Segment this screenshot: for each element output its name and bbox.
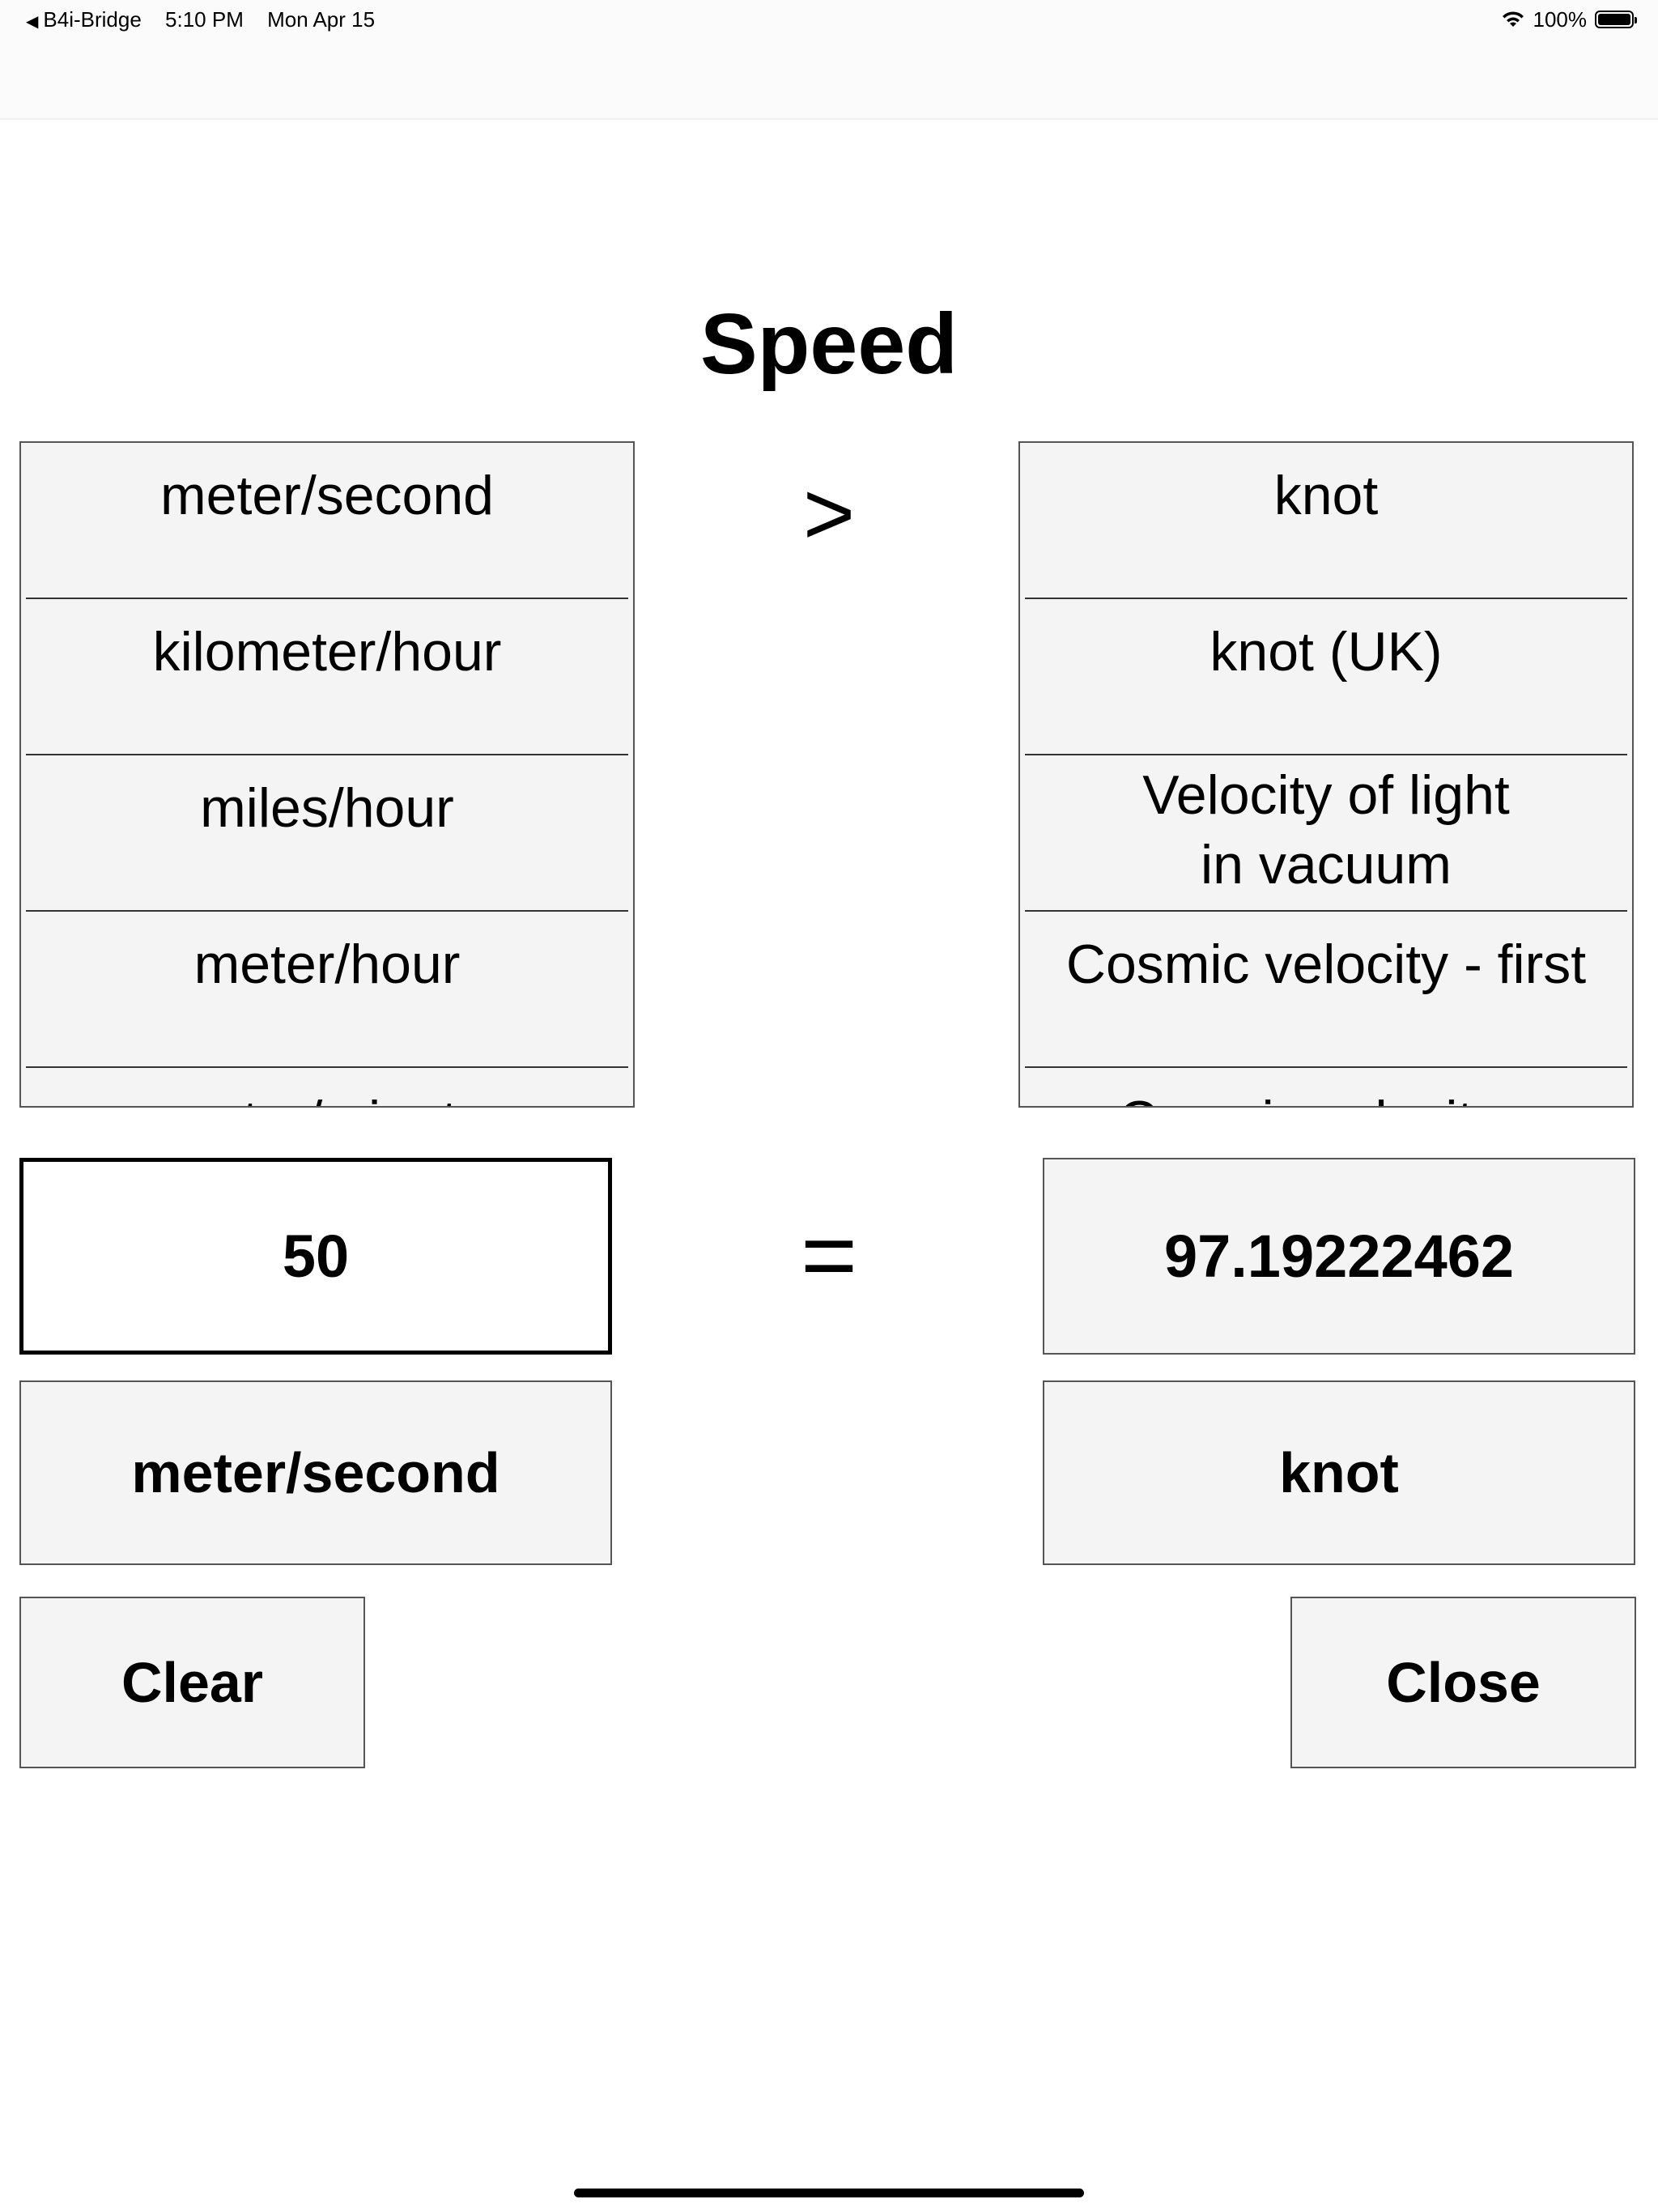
- picker-item[interactable]: knot: [1025, 443, 1627, 599]
- status-left: ◀B4i-Bridge 5:10 PM Mon Apr 15: [26, 6, 393, 35]
- close-button[interactable]: Close: [1290, 1597, 1636, 1768]
- battery-fill: [1598, 14, 1630, 25]
- status-time: 5:10 PM: [165, 7, 244, 32]
- back-app-label[interactable]: B4i-Bridge: [43, 7, 142, 32]
- home-indicator[interactable]: [574, 2189, 1084, 2197]
- picker-item-line: Velocity of light: [1142, 764, 1510, 826]
- to-unit-label: knot: [1043, 1380, 1635, 1565]
- value-input[interactable]: 50: [19, 1158, 612, 1355]
- picker-item[interactable]: kilometer/hour: [26, 599, 628, 755]
- status-right: 100%: [1501, 6, 1637, 32]
- from-unit-label: meter/second: [19, 1380, 612, 1565]
- picker-item-line: in vacuum: [1201, 834, 1452, 895]
- equals-sign: =: [800, 1201, 858, 1309]
- result-value: 97.19222462: [1043, 1158, 1635, 1355]
- battery-icon: [1595, 11, 1637, 28]
- picker-item[interactable]: Velocity of light in vacuum: [1025, 755, 1627, 912]
- clear-button[interactable]: Clear: [19, 1597, 365, 1768]
- picker-item[interactable]: meter/minute: [26, 1068, 628, 1106]
- direction-arrow: >: [802, 464, 856, 564]
- picker-item[interactable]: miles/hour: [26, 755, 628, 912]
- picker-item[interactable]: knot (UK): [1025, 599, 1627, 755]
- back-arrow-icon[interactable]: ◀: [26, 13, 39, 31]
- picker-item[interactable]: Cosmic velocity - first: [1025, 912, 1627, 1068]
- to-unit-picker[interactable]: knot knot (UK) Velocity of light in vacu…: [1018, 441, 1634, 1108]
- status-bar: ◀B4i-Bridge 5:10 PM Mon Apr 15 100%: [0, 0, 1658, 120]
- picker-item[interactable]: meter/hour: [26, 912, 628, 1068]
- status-date: Mon Apr 15: [267, 7, 376, 32]
- picker-item[interactable]: Cosmic velocity - second: [1025, 1068, 1627, 1106]
- from-unit-picker[interactable]: meter/second kilometer/hour miles/hour m…: [19, 441, 635, 1108]
- wifi-icon: [1502, 11, 1524, 27]
- battery-percent: 100%: [1533, 7, 1588, 32]
- picker-item[interactable]: meter/second: [26, 443, 628, 599]
- page-title: Speed: [699, 296, 959, 392]
